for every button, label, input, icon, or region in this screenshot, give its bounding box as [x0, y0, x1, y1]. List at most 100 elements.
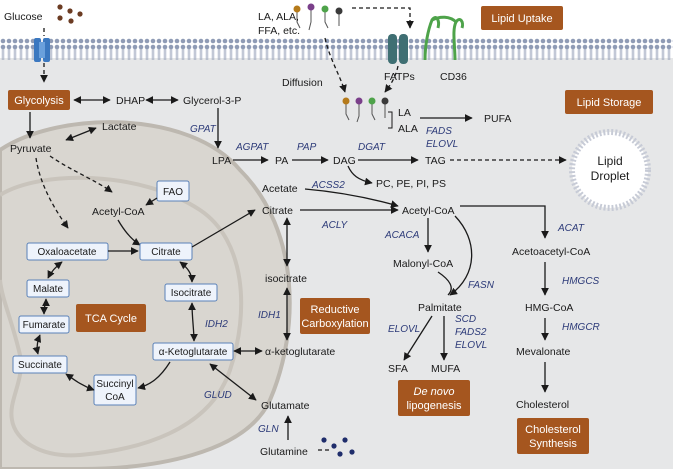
lactate-label: Lactate: [102, 121, 137, 133]
svg-text:Isocitrate: Isocitrate: [171, 288, 212, 299]
idh1-enzyme: IDH1: [258, 310, 281, 321]
acetate-to-acetylcoa-arrow: [304, 188, 399, 208]
fao-box: FAO: [156, 180, 190, 202]
fasn-enzyme: FASN: [468, 280, 495, 291]
fatps-entry-arrow: [384, 65, 399, 93]
cd36-label: CD36: [440, 71, 467, 83]
glycerol3p-label: Glycerol-3-P: [183, 95, 241, 107]
acss2-enzyme: ACSS2: [311, 180, 345, 191]
tca-succinylcoa: Succinyl CoA: [93, 374, 137, 406]
citrate-cyto-label: Citrate: [262, 205, 293, 217]
tca-isocitrate: Isocitrate: [164, 283, 218, 302]
acetylcoa-to-acetoacetylcoa-arrow: [460, 205, 549, 239]
fatps-transporter: [388, 34, 408, 64]
scd-enzyme: SCD: [455, 314, 476, 325]
hmgcoa-label: HMG-CoA: [525, 302, 573, 314]
acetoacetylcoa-label: Acetoacetyl-CoA: [512, 246, 590, 258]
elovl-right-enzyme: ELOVL: [455, 340, 487, 351]
acetate-label: Acetate: [262, 183, 298, 195]
tca-oxaloacetate: Oxaloacetate: [26, 242, 109, 261]
fatps-label: FATPs: [384, 71, 415, 83]
de-novo-lipogenesis-panel: De novo lipogenesis: [398, 380, 470, 416]
fao-to-acetylcoa-arrow: [145, 197, 158, 206]
reductive-label-2: Carboxylation: [301, 318, 368, 330]
glycolysis-panel: Glycolysis: [8, 90, 70, 110]
fa-bracket: [388, 111, 393, 129]
tca-cycle-label: TCA Cycle: [85, 313, 137, 325]
isocitrate-akg-arrow: [188, 302, 198, 342]
glud-enzyme: GLUD: [204, 390, 232, 401]
palmitate-label: Palmitate: [418, 302, 462, 314]
elovl-left-enzyme: ELOVL: [388, 324, 420, 335]
succinate-fumarate-arrow: [32, 334, 42, 355]
acetylcoa-to-citrate-arrow: [117, 219, 141, 246]
svg-text:Fumarate: Fumarate: [23, 320, 66, 331]
lpa-label: LPA: [212, 155, 231, 167]
elovl-top-enzyme: ELOVL: [426, 139, 458, 150]
tca-citrate: Citrate: [139, 242, 193, 261]
svg-text:α-Ketoglutarate: α-Ketoglutarate: [159, 347, 228, 358]
fa-to-fatps-arrow: [352, 7, 414, 29]
gpat-enzyme: GPAT: [190, 124, 217, 135]
cholesterol-synthesis-label-1: Cholesterol: [525, 424, 581, 436]
plasma-membrane: [0, 38, 673, 60]
lipid-storage-label: Lipid Storage: [577, 97, 642, 109]
lipid-storage-panel: Lipid Storage: [565, 90, 653, 114]
acetylcoa-to-palmitate-arrow: [449, 215, 473, 296]
cholesterol-synthesis-panel: Cholesterol Synthesis: [517, 418, 589, 454]
mevalonate-label: Mevalonate: [516, 346, 570, 358]
de-novo-label-2: lipogenesis: [406, 400, 462, 412]
acetylcoa-cyto-label: Acetyl-CoA: [402, 205, 455, 217]
malonylcoa-merge-arrow: [437, 271, 452, 296]
acetylcoa-mito-label: Acetyl-CoA: [92, 206, 145, 218]
hmgcs-enzyme: HMGCS: [562, 276, 600, 287]
pap-enzyme: PAP: [297, 142, 317, 153]
diffusion-label: Diffusion: [282, 77, 323, 89]
glycolysis-label: Glycolysis: [14, 95, 64, 107]
agpat-enzyme: AGPAT: [235, 142, 269, 153]
lipid-uptake-label: Lipid Uptake: [491, 13, 552, 25]
glucose-molecules: [57, 4, 83, 24]
fads-enzyme: FADS: [426, 126, 452, 137]
succinylcoa-succinate-arrow: [65, 373, 95, 392]
glutamine-molecules: [321, 437, 355, 457]
lipid-droplet: Lipid Droplet: [569, 129, 651, 211]
svg-text:Succinyl: Succinyl: [96, 379, 133, 390]
fatty-acids-outside: [293, 3, 343, 31]
glutamine-label: Glutamine: [260, 446, 308, 458]
fao-label: FAO: [163, 187, 183, 198]
citrate-export-arrow: [191, 209, 256, 248]
acat-enzyme: ACAT: [557, 223, 585, 234]
pyruvate-lactate-arrow: [65, 126, 97, 142]
cholesterol-synthesis-label-2: Synthesis: [529, 438, 577, 450]
pyruvate-to-acetylcoa-arrow: [49, 155, 113, 193]
tca-fumarate: Fumarate: [18, 315, 70, 334]
fads2-enzyme: FADS2: [455, 327, 487, 338]
la-ala-ffa-label-1: LA, ALA,: [258, 11, 299, 23]
pyruvate-label: Pyruvate: [10, 143, 52, 155]
dag-to-phospholipids-arrow: [347, 165, 373, 186]
gln-enzyme: GLN: [258, 424, 279, 435]
svg-text:Succinate: Succinate: [18, 360, 62, 371]
diffusion-arrow: [324, 37, 347, 93]
idh2-enzyme: IDH2: [205, 319, 228, 330]
akg-cyto-label: α-ketoglutarate: [265, 346, 335, 358]
hmgcr-enzyme: HMGCR: [562, 322, 600, 333]
reductive-carboxylation-panel: Reductive Carboxylation: [300, 298, 370, 334]
glutamate-label: Glutamate: [261, 400, 310, 412]
cd36-receptor: [423, 15, 464, 61]
ala-label: ALA: [398, 123, 418, 135]
malate-oaa-arrow: [47, 261, 63, 279]
dhap-label: DHAP: [116, 95, 145, 107]
svg-text:Oxaloacetate: Oxaloacetate: [38, 247, 97, 258]
svg-text:Malate: Malate: [33, 284, 63, 295]
la-label: LA: [398, 107, 411, 119]
akg-to-succinylcoa-arrow: [137, 361, 171, 391]
tca-cycle-panel: TCA Cycle: [76, 304, 146, 332]
acly-enzyme: ACLY: [321, 220, 349, 231]
pufa-label: PUFA: [484, 113, 511, 125]
sfa-label: SFA: [388, 363, 408, 375]
la-ala-ffa-label-2: FFA, etc.: [258, 25, 300, 37]
de-novo-label-1: De novo: [414, 386, 455, 398]
